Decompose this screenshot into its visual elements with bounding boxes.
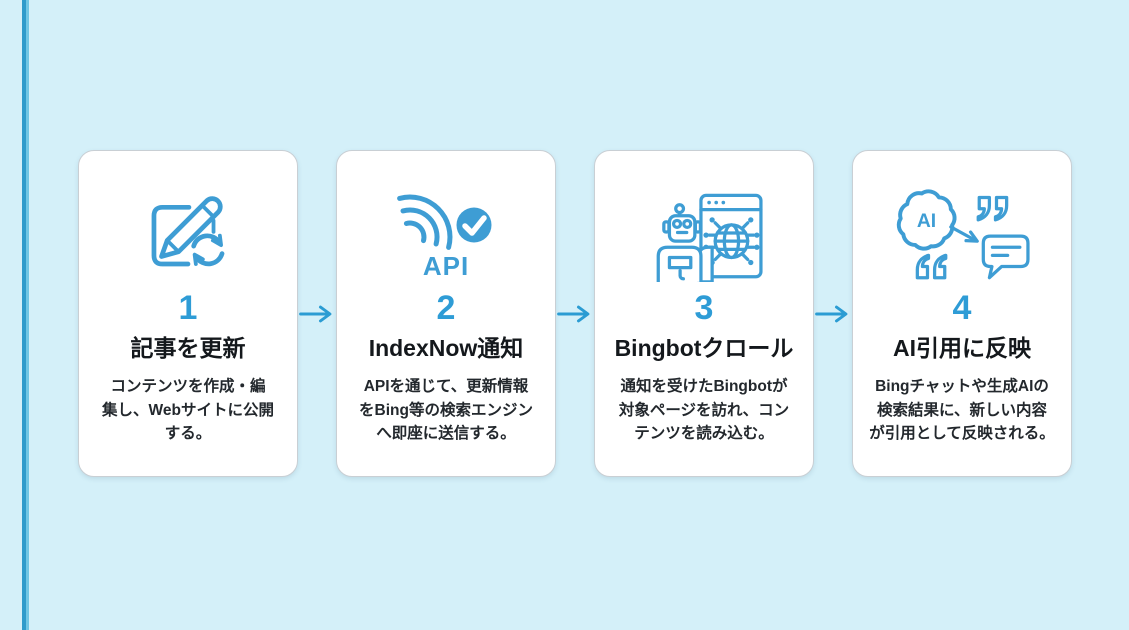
process-flow: 1 記事を更新 コンテンツを作成・編 集し、Webサイトに公開 する。 API … xyxy=(78,150,1072,477)
right-arrow-icon xyxy=(557,305,590,322)
step-1-number: 1 xyxy=(178,289,198,327)
step-2-description: APIを通じて、更新情報 をBing等の検索エンジン へ即座に送信する。 xyxy=(359,378,533,442)
step-4-title: AI引用に反映 xyxy=(893,334,1031,361)
step-1-icon-wrap xyxy=(95,173,281,287)
step-2-icon-wrap: API xyxy=(353,173,539,287)
left-accent-bar xyxy=(22,0,29,630)
step-1-title: 記事を更新 xyxy=(130,334,246,361)
step-card-4: AI 4 AI引用に反映 Bingチャットや生成AIの 検索結果に、新しい内容 … xyxy=(852,150,1072,477)
step-card-2: API 2 IndexNow通知 APIを通じて、更新情報 をBing等の検索エ… xyxy=(336,150,556,477)
robot-browser-icon xyxy=(656,193,763,282)
edit-document-sync-icon xyxy=(151,196,225,267)
connector-3 xyxy=(814,150,852,477)
step-2-title: IndexNow通知 xyxy=(368,334,524,361)
step-3-title: Bingbotクロール xyxy=(614,334,794,361)
step-card-3: 3 Bingbotクロール 通知を受けたBingbotが 対象ページを訪れ、コン… xyxy=(594,150,814,477)
step-4-icon-wrap: AI xyxy=(869,173,1055,287)
right-arrow-icon xyxy=(299,305,332,322)
api-signal-check-icon xyxy=(397,194,492,250)
step-3-number: 3 xyxy=(694,289,714,327)
connector-1 xyxy=(298,150,336,477)
ai-brain-citation-icon: AI xyxy=(896,189,1030,280)
step-4-number: 4 xyxy=(952,289,972,327)
step-1-description: コンテンツを作成・編 集し、Webサイトに公開 する。 xyxy=(102,378,274,442)
step-3-description: 通知を受けたBingbotが 対象ページを訪れ、コン テンツを読み込む。 xyxy=(618,378,790,442)
right-arrow-icon xyxy=(815,305,848,322)
ai-icon-label: AI xyxy=(916,211,935,232)
step-2-number: 2 xyxy=(436,289,456,327)
step-3-icon-wrap xyxy=(611,173,797,287)
connector-2 xyxy=(556,150,594,477)
step-card-1: 1 記事を更新 コンテンツを作成・編 集し、Webサイトに公開 する。 xyxy=(78,150,298,477)
api-icon-label: API xyxy=(422,251,470,281)
step-4-description: Bingチャットや生成AIの 検索結果に、新しい内容 が引用として反映される。 xyxy=(869,378,1055,442)
